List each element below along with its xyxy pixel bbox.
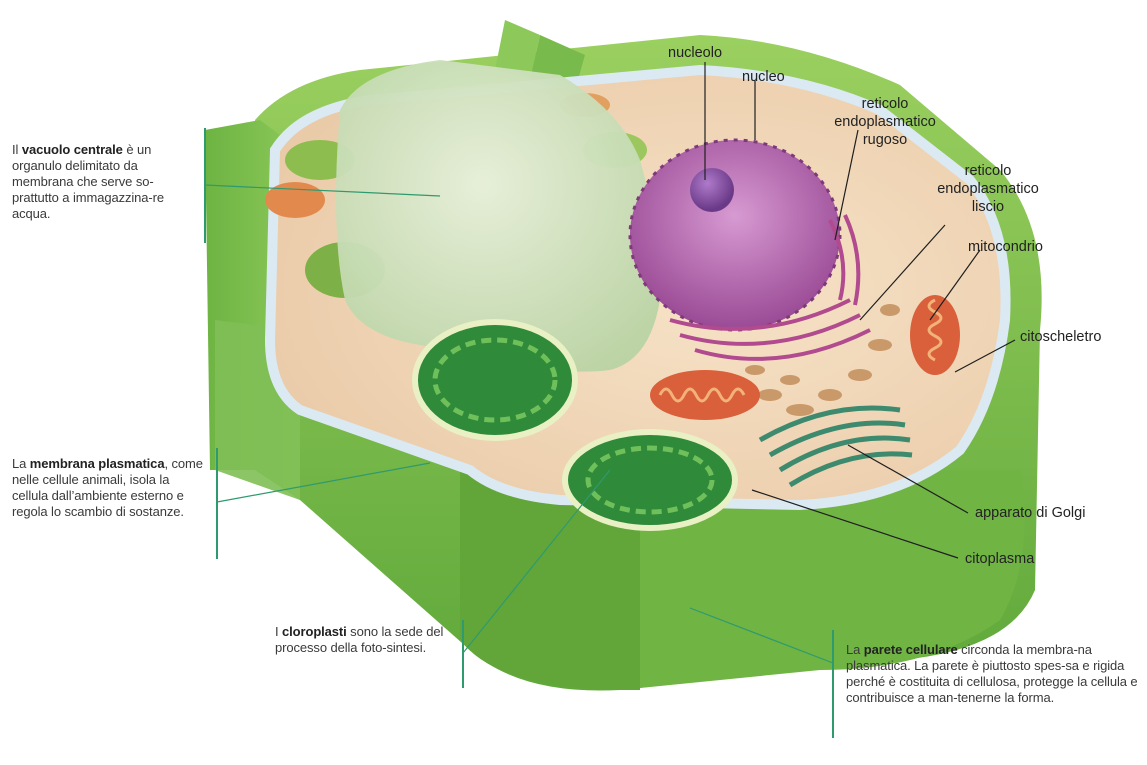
label-nucleolo: nucleolo [668,45,723,61]
caption-parete: La parete cellulare circonda la membra-n… [846,642,1138,705]
caption-accent-bar [204,128,206,243]
label-citoplasma: citoplasma [965,551,1035,567]
caption-cloroplasti: I cloroplasti sono la sede del processo … [275,624,444,655]
central-vacuole [336,60,660,372]
caption-vacuolo: Il vacuolo centrale è un organulo delimi… [12,142,165,221]
smooth-er [745,304,900,416]
caption-accent-bar [832,630,834,738]
mitochondrion [650,295,960,420]
golgi-apparatus [758,405,913,488]
label-golgi: apparato di Golgi [975,505,1086,521]
small-mitochondrion [265,182,325,218]
label-nucleo: nucleo [742,69,785,85]
rough-er [669,214,871,361]
caption-lines [204,184,834,664]
nucleus [628,138,842,332]
label-citoscheletro: citoscheletro [1020,329,1102,345]
caption-membrana: La membrana plasmatica, come nelle cellu… [12,456,203,519]
leader-lines [704,62,1016,559]
label-mitocondrio: mitocondrio [968,239,1043,255]
chloroplast [412,319,738,531]
caption-accent-bar [462,620,464,688]
nucleolus [690,168,734,212]
caption-accent-bar [216,448,218,559]
